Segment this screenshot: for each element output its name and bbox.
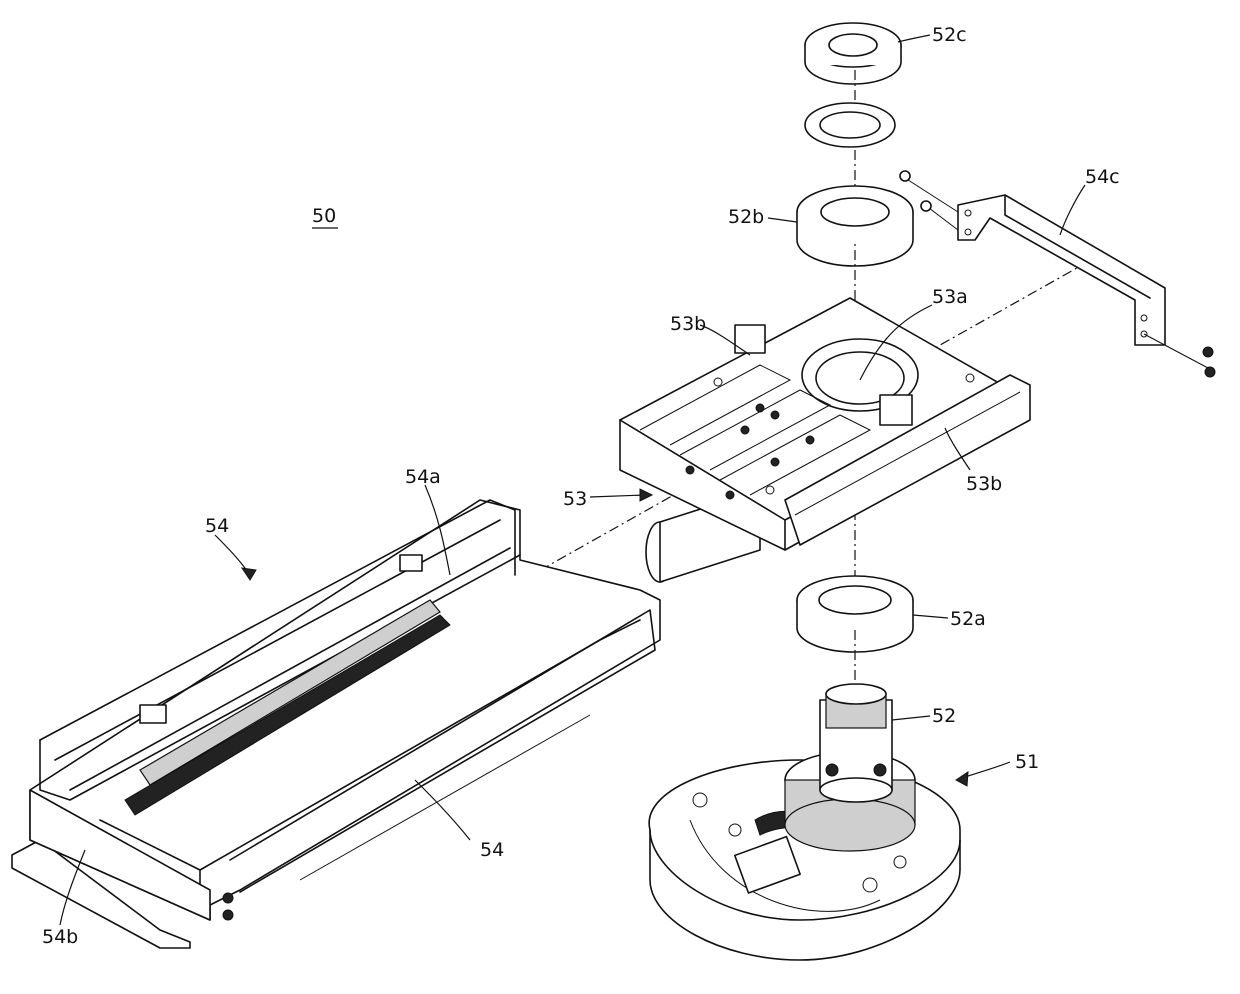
leader-carriage-arrow: [640, 489, 652, 501]
shaft-hole-left: [826, 764, 838, 776]
rail-clip-2: [400, 555, 422, 571]
label-figure-ref: 50: [312, 205, 336, 227]
rail-assembly: [12, 500, 660, 948]
bracket-body: [958, 195, 1165, 345]
bolt-4-icon: [1205, 367, 1215, 377]
label-shaft: 52: [932, 705, 956, 727]
label-carriage-bearing-seat: 53a: [932, 286, 968, 308]
screw-1-icon: [223, 893, 233, 903]
leader-rail-assembly-arrow: [242, 568, 256, 580]
lower-bearing-bore: [819, 586, 891, 614]
lock-washer-bore: [820, 112, 880, 138]
shaft-base: [820, 778, 892, 802]
rail-clip: [140, 705, 166, 723]
gear-bottom: [785, 799, 915, 851]
bracket: [900, 171, 1215, 377]
bolt-3-icon: [1203, 347, 1213, 357]
leader-lower-bearing: [913, 615, 948, 618]
label-rail-assembly: 54: [205, 515, 229, 537]
base-plate-assembly: [649, 684, 960, 960]
screw-3-icon: [756, 404, 764, 412]
leader-upper-bearing: [768, 218, 797, 222]
screw-2-icon: [223, 910, 233, 920]
label-rail-base: 54b: [42, 926, 78, 948]
label-lower-bearing: 52a: [950, 608, 986, 630]
leader-base-plate: [962, 762, 1010, 778]
bolt-1-icon: [900, 171, 910, 181]
label-rail-upper: 54a: [405, 466, 441, 488]
nut-bore: [829, 34, 877, 56]
label-carriage-side-left: 53b: [670, 313, 706, 335]
bolt-axis-3: [1144, 334, 1208, 368]
leader-bracket: [1060, 185, 1085, 235]
label-bracket: 54c: [1085, 166, 1120, 188]
carriage: [620, 298, 1030, 582]
screw-5-icon: [741, 426, 749, 434]
label-rail-lower: 54: [480, 839, 504, 861]
label-base-plate: 51: [1015, 751, 1039, 773]
latch-right: [880, 395, 912, 425]
leader-shaft: [892, 716, 930, 720]
label-carriage: 53: [563, 488, 587, 510]
screw-6-icon: [686, 466, 694, 474]
label-carriage-side-right: 53b: [966, 473, 1002, 495]
latch-left: [735, 325, 765, 353]
leader-carriage: [590, 495, 645, 497]
shaft-top: [826, 684, 886, 704]
screw-9-icon: [806, 436, 814, 444]
screw-4-icon: [771, 411, 779, 419]
label-nut: 52c: [932, 24, 967, 46]
screw-7-icon: [726, 491, 734, 499]
shaft-hole-right: [874, 764, 886, 776]
bolt-2-icon: [921, 201, 931, 211]
leader-nut: [898, 35, 930, 42]
label-upper-bearing: 52b: [728, 206, 764, 228]
screw-8-icon: [771, 458, 779, 466]
leader-base-plate-arrow: [956, 772, 968, 786]
upper-bearing-bore: [821, 198, 889, 226]
